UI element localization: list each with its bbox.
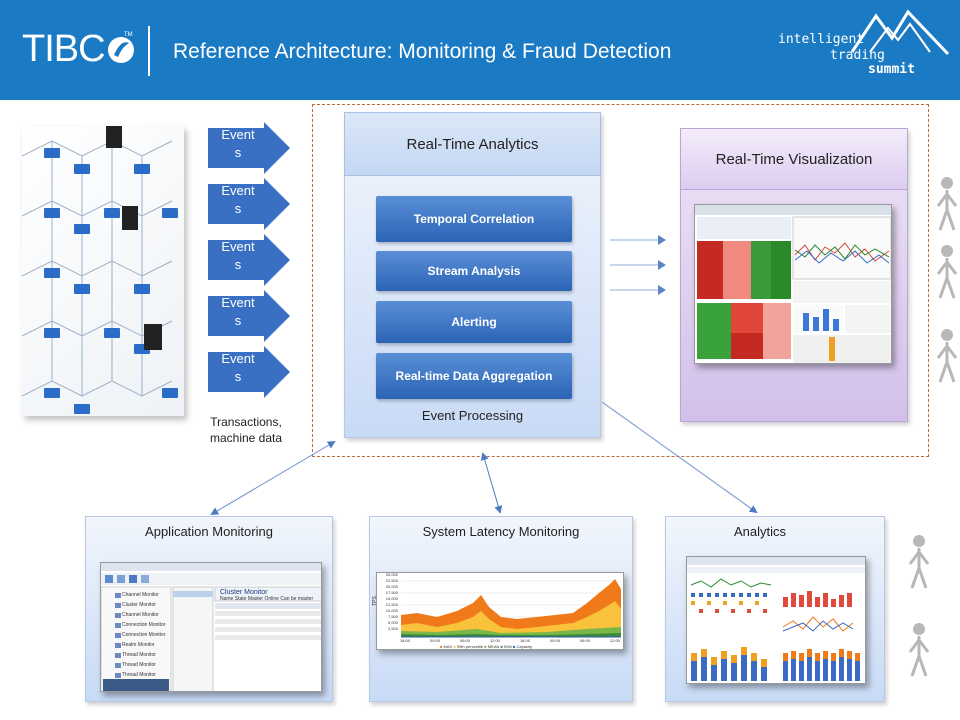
event-arrow-shape bbox=[208, 234, 290, 286]
page-title: Reference Architecture: Monitoring & Fra… bbox=[173, 40, 672, 63]
event-label: Event bbox=[221, 239, 255, 254]
event-label-suffix: s bbox=[234, 369, 242, 384]
event-label: Event bbox=[221, 127, 255, 142]
event-label-suffix: s bbox=[234, 313, 242, 328]
alerting-box: Alerting bbox=[376, 301, 572, 343]
cluster-window-title: Cluster Monitor bbox=[220, 589, 268, 596]
network-graphic bbox=[22, 126, 178, 414]
event-arrow-4: Event s bbox=[208, 290, 290, 342]
event-arrow-shape bbox=[208, 178, 290, 230]
data-aggregation-box: Real-time Data Aggregation bbox=[376, 353, 572, 399]
event-arrow-5: Event s bbox=[208, 346, 290, 398]
event-arrow-1: Event s bbox=[208, 122, 290, 174]
event-label-suffix: s bbox=[234, 257, 242, 272]
mountain-icon bbox=[850, 9, 950, 56]
application-monitoring-title: Application Monitoring bbox=[145, 524, 273, 539]
analytics-dashboard-graphic bbox=[687, 557, 865, 681]
person-icon bbox=[936, 245, 958, 299]
latency-chart-screenshot bbox=[376, 572, 624, 650]
event-processing-label: Event Processing bbox=[421, 408, 524, 423]
summit-text-intelligent: intelligent bbox=[778, 32, 865, 47]
header-bar: TIBC TM Reference Architecture: Monitori… bbox=[0, 0, 960, 100]
analytics-dashboard-screenshot bbox=[686, 556, 866, 684]
dashboard-graphic bbox=[695, 205, 891, 363]
header-divider bbox=[148, 26, 150, 76]
event-label: Event bbox=[221, 295, 255, 310]
visualization-title: Real-Time Visualization bbox=[680, 128, 908, 190]
person-icon bbox=[908, 535, 930, 589]
trademark: TM bbox=[124, 32, 133, 38]
cluster-monitor-screenshot bbox=[100, 562, 322, 692]
tibco-logo: TIBC bbox=[22, 28, 136, 71]
analytics-title: Real-Time Analytics bbox=[344, 112, 601, 176]
event-label: Event bbox=[221, 183, 255, 198]
event-label-suffix: s bbox=[234, 145, 242, 160]
latency-ylabel: TPS bbox=[371, 596, 378, 606]
cluster-window-text: Cluster Monitor Name State Master Online… bbox=[220, 589, 314, 602]
event-arrow-2: Event s bbox=[208, 178, 290, 230]
processing-boundary bbox=[312, 104, 929, 457]
event-arrow-3: Event s bbox=[208, 234, 290, 286]
event-arrow-shape bbox=[208, 290, 290, 342]
person-icon bbox=[908, 623, 930, 677]
latency-chart bbox=[401, 575, 621, 638]
event-arrow-shape bbox=[208, 346, 290, 398]
event-label: Event bbox=[221, 351, 255, 366]
event-label-suffix: s bbox=[234, 201, 242, 216]
latency-legend: ■ MAX ■ 99th percentile ■ MEAN ■ 50th ■ … bbox=[440, 644, 533, 649]
tibco-o-icon bbox=[107, 37, 134, 63]
network-image bbox=[22, 126, 184, 416]
stream-analysis-box: Stream Analysis bbox=[376, 251, 572, 291]
temporal-correlation-box: Temporal Correlation bbox=[376, 196, 572, 242]
person-icon bbox=[936, 329, 958, 383]
analytics-bottom-title: Analytics bbox=[733, 524, 787, 539]
summit-logo: intelligent trading summit bbox=[768, 6, 954, 94]
flow-arrows bbox=[610, 235, 666, 295]
summit-text-trading: trading bbox=[830, 48, 885, 63]
system-latency-title: System Latency Monitoring bbox=[422, 524, 580, 539]
person-icon bbox=[936, 177, 958, 231]
visualization-dashboard-screenshot bbox=[694, 204, 892, 364]
summit-text-summit: summit bbox=[868, 62, 915, 77]
cluster-monitor-graphic bbox=[101, 563, 321, 691]
event-arrow-shape bbox=[208, 122, 290, 174]
